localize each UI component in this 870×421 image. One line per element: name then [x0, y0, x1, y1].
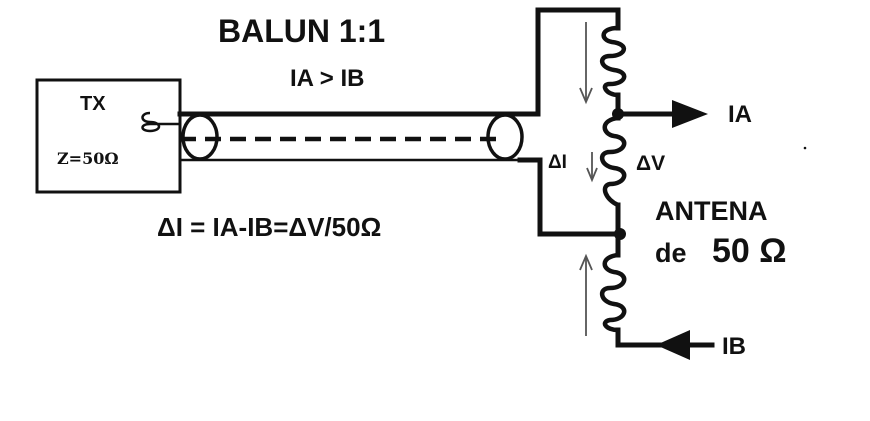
transmitter-box: TX Z=50Ω — [35, 78, 182, 194]
current-b-label: IB — [722, 333, 746, 360]
delta-current-arrow-icon — [586, 152, 598, 183]
node-top — [612, 108, 624, 120]
antenna-prefix-label: de — [655, 238, 687, 268]
top-coil-icon — [600, 25, 627, 98]
stray-dot — [803, 146, 807, 150]
tx-label: TX — [80, 93, 106, 115]
current-equation: ΔI = IA-IB=ΔV/50Ω — [157, 212, 381, 242]
antenna-label: ANTENA — [655, 196, 768, 226]
diagram-title: BALUN 1:1 — [218, 13, 385, 49]
antenna-impedance-label: 50 Ω — [712, 232, 787, 270]
middle-coil-icon — [600, 115, 627, 208]
coaxial-cable-icon — [177, 111, 541, 162]
tx-coil-icon — [141, 111, 180, 133]
node-bottom — [614, 228, 626, 240]
delta-v-label: ΔV — [636, 152, 665, 175]
current-up-arrow-icon — [579, 253, 593, 336]
delta-i-label: ΔI — [548, 152, 567, 173]
arrow-left-icon — [656, 330, 715, 360]
current-down-arrow-icon — [579, 22, 593, 105]
balun-wiring — [517, 7, 693, 348]
bottom-coil-icon — [600, 252, 627, 333]
arrow-right-icon — [672, 100, 708, 128]
current-relation-label: IA > IB — [290, 65, 364, 92]
current-a-label: IA — [728, 101, 752, 128]
tx-impedance-label: Z=50Ω — [57, 149, 119, 168]
